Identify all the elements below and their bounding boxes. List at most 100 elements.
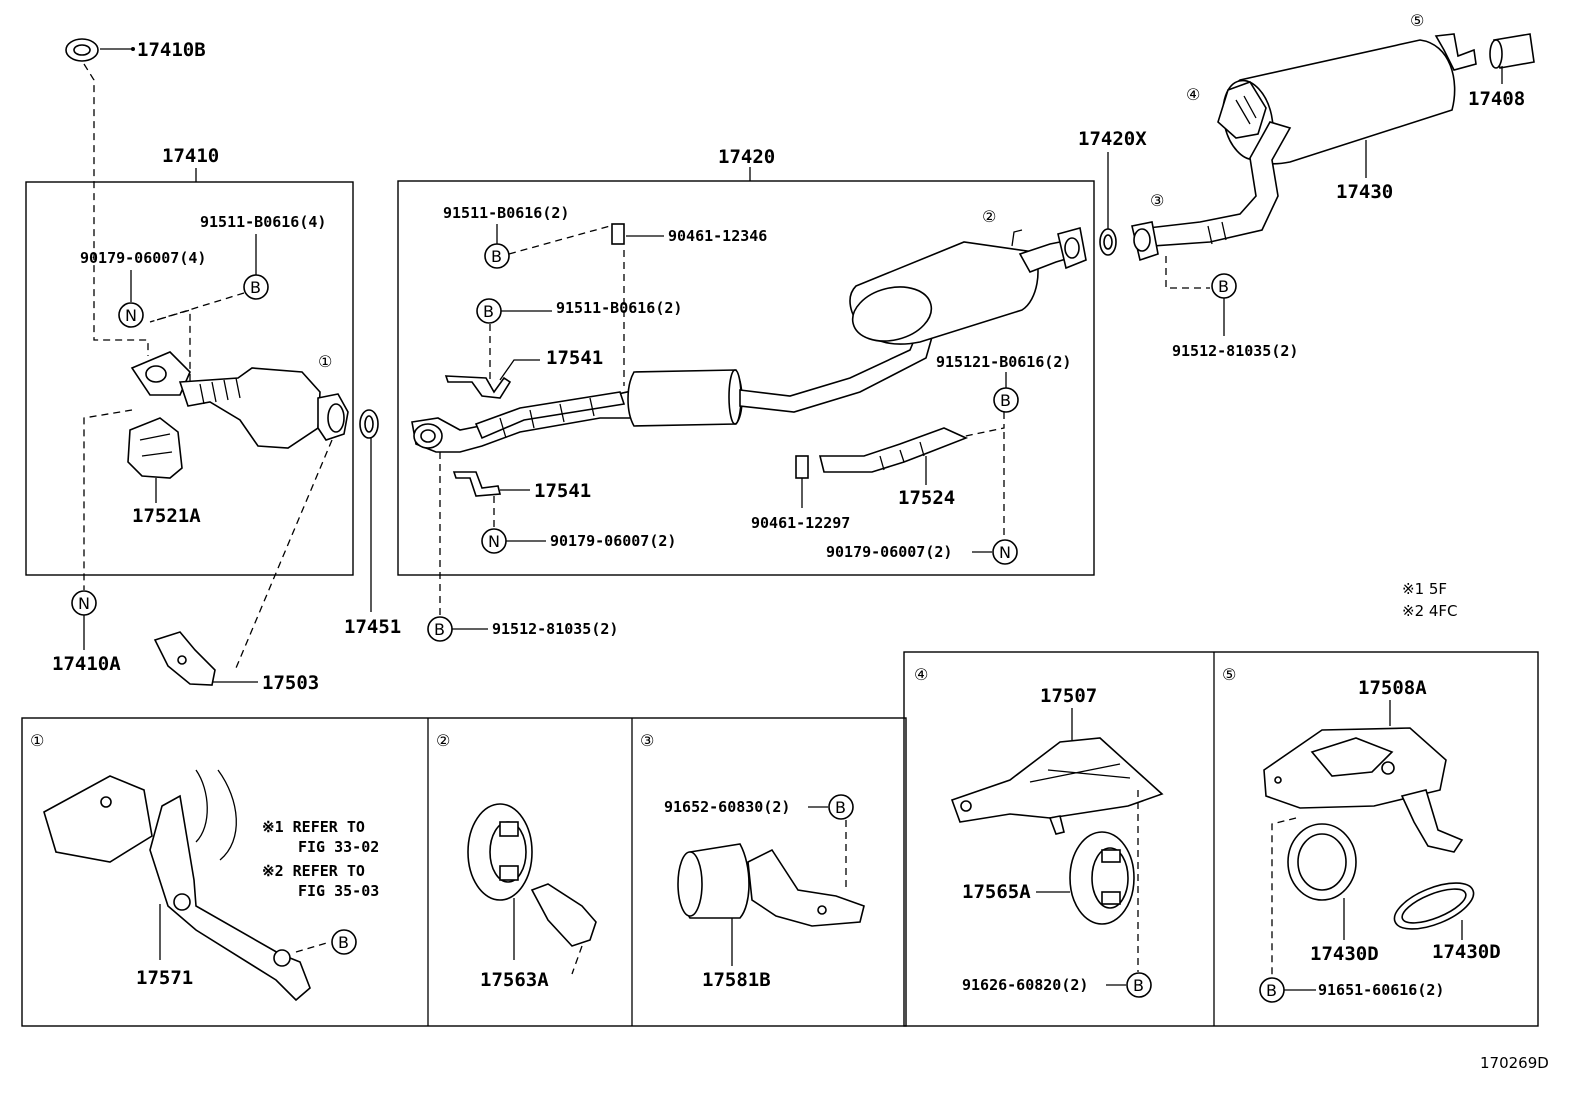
- nut-callout-N-17410A: N: [71, 590, 97, 616]
- callout-4-panel: ④: [914, 665, 928, 684]
- label-17410B: 17410B: [137, 39, 206, 61]
- clamp-90461-12346: [611, 223, 625, 245]
- label-915121: 915121-B0616(2): [936, 353, 1071, 371]
- label-17430D-a: 17430D: [1310, 943, 1379, 965]
- gasket-17430D-b: [1393, 882, 1475, 930]
- label-17524: 17524: [898, 487, 955, 509]
- callout-2-panel: ②: [436, 731, 450, 750]
- refer-2-line1: ※2 REFER TO: [262, 862, 365, 880]
- label-17410: 17410: [162, 145, 219, 167]
- label-17521A: 17521A: [132, 505, 201, 527]
- tailpipe-muffler-17430: [1131, 33, 1477, 262]
- label-90179-b: 90179-06007(2): [826, 543, 952, 561]
- svg-text:B: B: [1266, 981, 1277, 1000]
- bolt-callout-B-f: B: [331, 929, 357, 955]
- callout-5-top: ⑤: [1410, 11, 1424, 30]
- leader-17503: [235, 439, 333, 669]
- bolt-callout-B-d: B: [993, 387, 1019, 413]
- hanger-17571: [43, 769, 311, 1002]
- label-90461-12297: 90461-12297: [751, 514, 850, 532]
- label-90461-12346: 90461-12346: [668, 227, 767, 245]
- label-91512-b: 91512-81035(2): [1172, 342, 1298, 360]
- bolt-callout-B-c: B: [427, 616, 453, 642]
- label-91511-4: 91511-B0616(4): [200, 213, 326, 231]
- bolt-callout-B-b: B: [476, 298, 502, 324]
- bracket-17541-upper: [444, 375, 512, 399]
- label-91511-a: 91511-B0616(2): [443, 204, 569, 222]
- center-pipe-assembly: [411, 226, 1087, 453]
- svg-text:N: N: [125, 306, 137, 325]
- panel-row-left: [21, 717, 907, 1027]
- leader-bolt-17410: [149, 292, 245, 395]
- nut-callout-N: N: [118, 302, 144, 328]
- label-17408: 17408: [1468, 88, 1525, 110]
- bracket-17507: [950, 737, 1164, 835]
- bracket-17508A: [1263, 727, 1464, 853]
- callout-1-top: ①: [318, 352, 332, 371]
- refer-2-line2: FIG 35-03: [298, 882, 379, 900]
- box-17410: [25, 181, 354, 576]
- bolt-callout-B-g: B: [828, 794, 854, 820]
- label-17541-b: 17541: [534, 480, 591, 502]
- bolt-callout-B: B: [243, 274, 269, 300]
- legend-note-2: ※2 4FC: [1402, 602, 1458, 620]
- label-17451: 17451: [344, 616, 401, 638]
- panel-row-right: [903, 651, 1539, 1027]
- box-17420: [397, 180, 1095, 576]
- label-90179-a: 90179-06007(2): [550, 532, 676, 550]
- callout-3-top: ③: [1150, 191, 1164, 210]
- heat-shield-17521A: [127, 417, 183, 479]
- rubber-mount-17565A: [1069, 831, 1135, 925]
- svg-text:N: N: [488, 532, 500, 551]
- label-17430: 17430: [1336, 181, 1393, 203]
- callout-1-panel: ①: [30, 731, 44, 750]
- svg-text:B: B: [250, 278, 261, 297]
- bracket-17503: [153, 631, 216, 686]
- svg-text:B: B: [483, 302, 494, 321]
- diagram-id: 170269D: [1480, 1054, 1549, 1072]
- callout-4-top: ④: [1186, 85, 1200, 104]
- label-91626: 91626-60820(2): [962, 976, 1088, 994]
- label-17430D-b: 17430D: [1432, 941, 1501, 963]
- svg-text:B: B: [338, 933, 349, 952]
- label-90179-4: 90179-06007(4): [80, 249, 206, 267]
- bolt-callout-B-a: B: [484, 243, 510, 269]
- label-17420X: 17420X: [1078, 128, 1147, 150]
- label-91652: 91652-60830(2): [664, 798, 790, 816]
- heat-insulator-17524: [818, 427, 969, 473]
- gasket-17451: [359, 409, 379, 439]
- refer-1-line2: FIG 33-02: [298, 838, 379, 856]
- gasket-17410B: [65, 38, 135, 62]
- tailpipe-tip-17408: [1489, 33, 1535, 69]
- label-91512-a: 91512-81035(2): [492, 620, 618, 638]
- clamp-90461-12297: [795, 455, 809, 479]
- svg-text:B: B: [1000, 391, 1011, 410]
- svg-text:B: B: [1133, 976, 1144, 995]
- svg-text:B: B: [1218, 277, 1229, 296]
- callout-2-top: ②: [982, 207, 996, 226]
- label-17420: 17420: [718, 146, 775, 168]
- leader-17410B: [83, 63, 149, 356]
- nut-callout-N-a: N: [481, 528, 507, 554]
- svg-text:B: B: [491, 247, 502, 266]
- front-pipe-catalytic-converter: [130, 351, 349, 449]
- gasket-17420X: [1099, 228, 1117, 256]
- label-17508A: 17508A: [1358, 677, 1427, 699]
- label-17571: 17571: [136, 967, 193, 989]
- svg-text:N: N: [78, 594, 90, 613]
- svg-text:N: N: [999, 543, 1011, 562]
- label-91511-b: 91511-B0616(2): [556, 299, 682, 317]
- refer-1-line1: ※1 REFER TO: [262, 818, 365, 836]
- legend-note-1: ※1 5F: [1402, 580, 1447, 598]
- nut-callout-N-b: N: [992, 539, 1018, 565]
- bracket-17541-lower: [452, 471, 502, 497]
- rubber-mount-17581B: [677, 843, 865, 927]
- label-17565A: 17565A: [962, 881, 1031, 903]
- label-17410A: 17410A: [52, 653, 121, 675]
- bolt-callout-B-h: B: [1126, 972, 1152, 998]
- svg-text:B: B: [434, 620, 445, 639]
- callout-3-panel: ③: [640, 731, 654, 750]
- rubber-mount-17563A: [467, 803, 597, 947]
- gasket-17430D-a: [1287, 823, 1357, 901]
